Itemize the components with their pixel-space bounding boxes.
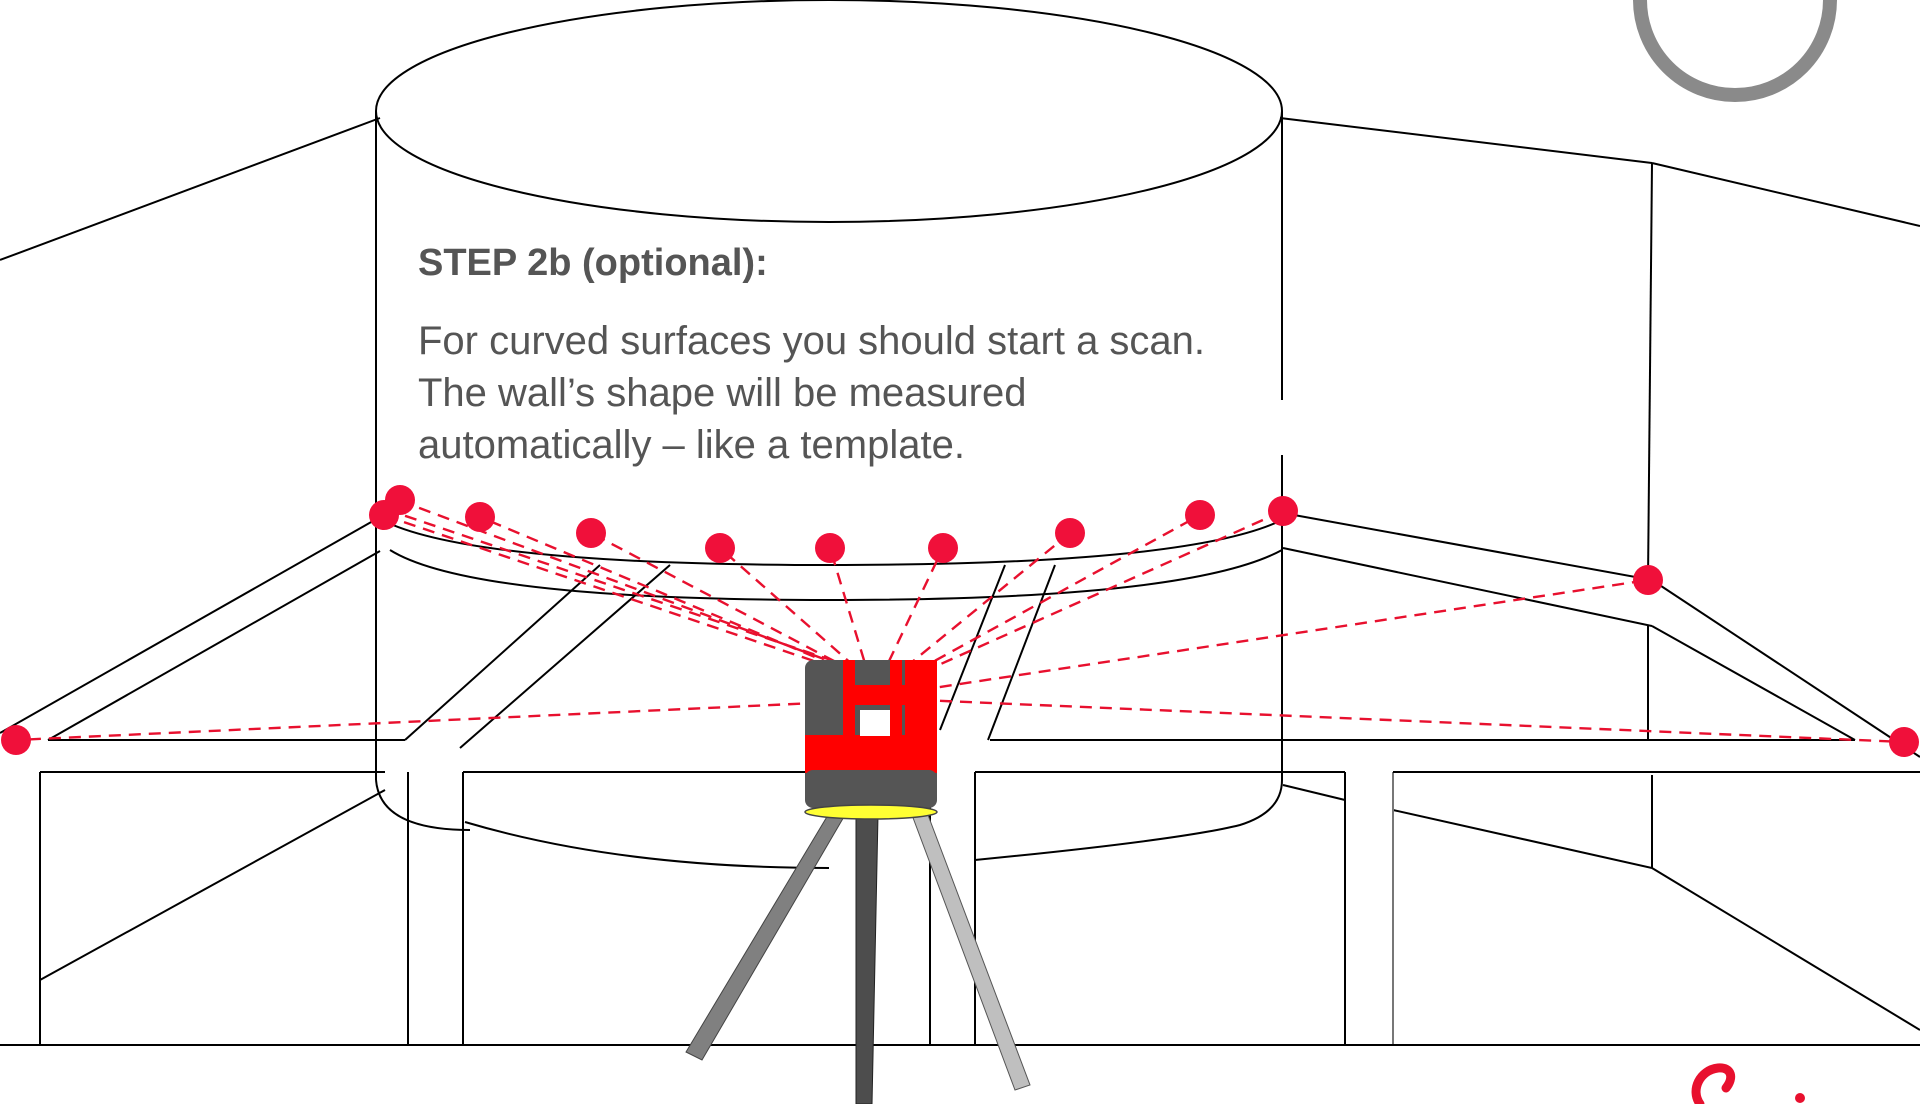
step-line-2: The wall’s shape will be measured [418,371,1027,415]
step-callout: STEP 2b (optional): For curved surfaces … [418,242,1278,471]
laser-device-icon [804,660,938,820]
point [576,518,606,548]
nav-circle-icon[interactable] [1633,0,1837,102]
point [928,533,958,563]
point [1889,727,1919,757]
tripod-icon [685,814,1031,1104]
step-heading: STEP 2b (optional): [418,242,768,284]
point [1633,565,1663,595]
step-description: For curved surfaces you should start a s… [418,315,1278,471]
point [1268,496,1298,526]
point [465,502,495,532]
leica-logo-icon [1691,1063,1805,1104]
point [1055,518,1085,548]
step-line-1: For curved surfaces you should start a s… [418,319,1206,363]
point [1,725,31,755]
step-line-3: automatically – like a template. [418,423,965,467]
laser-rays [15,498,1905,744]
point [815,533,845,563]
point [1185,500,1215,530]
measurement-points [1,485,1919,757]
point [705,533,735,563]
point [385,485,415,515]
room-outline [0,117,1920,1046]
